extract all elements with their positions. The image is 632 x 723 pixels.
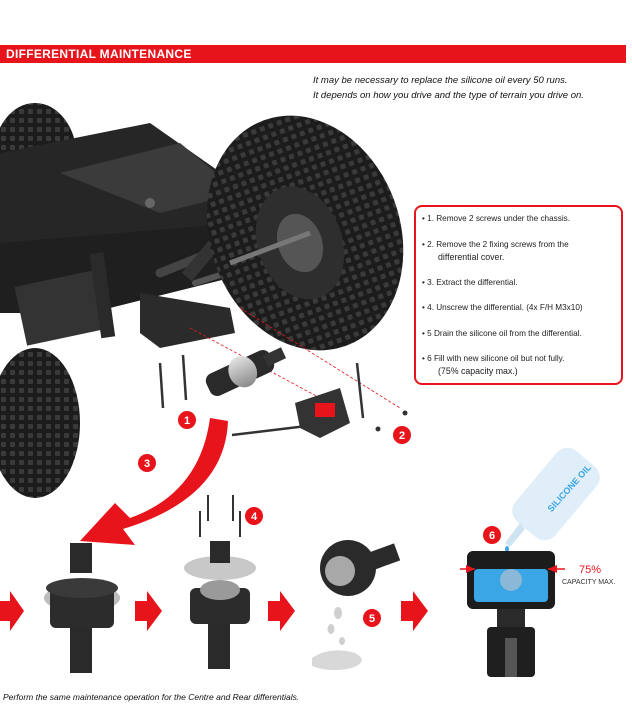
- flow-arrow: [0, 591, 24, 631]
- diff-opened: [184, 495, 256, 669]
- chassis-screw: [181, 354, 188, 401]
- flow-arrow: [268, 591, 295, 631]
- svg-text:1: 1: [184, 415, 190, 427]
- section-title: DIFFERENTIAL MAINTENANCE: [6, 47, 192, 61]
- svg-text:2: 2: [399, 430, 405, 442]
- step-2: • 2. Remove the 2 fixing screws from the…: [422, 240, 569, 262]
- step-5: • 5 Drain the silicone oil from the diff…: [422, 329, 582, 338]
- svg-text:4: 4: [251, 511, 258, 523]
- exploded-parts: [158, 307, 408, 438]
- svg-text:6: 6: [489, 530, 495, 542]
- front-left-tyre: [0, 348, 80, 498]
- intro-line-2: It depends on how you drive and the type…: [313, 90, 584, 101]
- step-6: • 6 Fill with new silicone oil but not f…: [422, 354, 565, 376]
- chassis-screw: [158, 362, 165, 409]
- step-3: • 3. Extract the differential.: [422, 278, 518, 287]
- footer-note: Perform the same maintenance operation f…: [3, 692, 300, 702]
- svg-text:5: 5: [369, 613, 375, 625]
- capacity-label: CAPACITY MAX.: [562, 579, 616, 586]
- flow-arrow: [401, 591, 428, 631]
- flow-arrow: [135, 591, 162, 631]
- section-banner: DIFFERENTIAL MAINTENANCE: [0, 45, 626, 63]
- intro-text: It may be necessary to replace the silic…: [313, 73, 584, 103]
- oil-puddle: [312, 650, 362, 671]
- step-badge-3: 3: [138, 454, 156, 472]
- maintenance-illustration: SILICONE OIL 1 2 3 4 5: [0, 103, 600, 677]
- gearbox-housing: [140, 293, 235, 348]
- svg-text:3: 3: [144, 458, 150, 470]
- shock-absorber: [89, 252, 116, 339]
- step-badge-2: 2: [393, 426, 411, 444]
- diff-assembled: [44, 543, 120, 673]
- flow-arrows: [0, 591, 428, 631]
- differential-extracted: [205, 347, 287, 397]
- car-chassis: [0, 103, 308, 498]
- silicone-oil-bottle: SILICONE OIL: [505, 447, 600, 552]
- steps-box: • 1. Remove 2 screws under the chassis. …: [414, 205, 623, 385]
- step-badge-4: 4: [245, 507, 263, 525]
- intro-line-1: It may be necessary to replace the silic…: [313, 75, 568, 86]
- step-1: • 1. Remove 2 screws under the chassis.: [422, 214, 571, 223]
- step-badge-6: 6: [483, 526, 501, 544]
- step-badge-5: 5: [363, 609, 381, 627]
- front-wheel: [206, 115, 404, 351]
- diff-draining: [312, 540, 401, 671]
- step-badge-1: 1: [178, 411, 196, 429]
- step-4: • 4. Unscrew the differential. (4x F/H M…: [422, 303, 583, 312]
- diff-filling: [460, 551, 565, 677]
- flow-arrow-curved: [80, 418, 228, 545]
- capacity-percent: 75%: [579, 564, 602, 576]
